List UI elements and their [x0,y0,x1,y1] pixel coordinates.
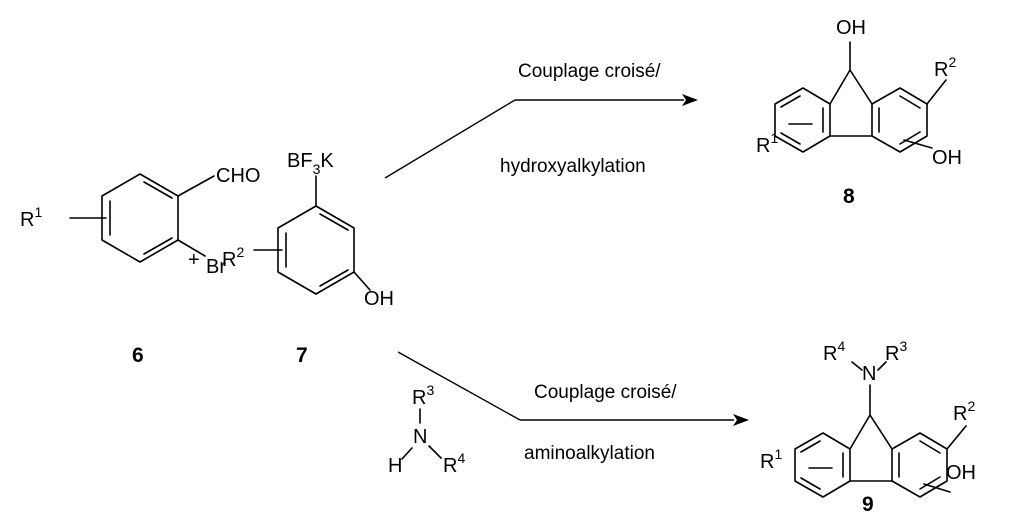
left-benzene-ring [794,432,851,498]
r4-label: R4 [823,338,845,365]
r1-label: R1 [760,446,782,473]
compound-number-8: 8 [843,185,855,208]
benzene-ring [101,173,179,263]
plus-sign: + [188,249,200,271]
compound-number-6: 6 [132,344,144,367]
r2-label: R2 [953,398,975,425]
left-benzene-ring [774,87,831,153]
compound-number-9: 9 [862,493,874,512]
amine-r4-label: R4 [443,450,465,477]
r2-bond [946,425,967,450]
n-r4-bond [851,361,863,371]
compound-6: R1 CHO Br 6 [20,165,260,367]
r2-bond [926,79,947,105]
n-r4-bond [428,445,442,459]
cho-bond [177,175,215,197]
amine-h-label: H [388,455,402,477]
oh-label: OH [946,462,976,484]
arrow-top-condition-1: Couplage croisé/ [518,61,661,82]
five-membered-ring [829,69,873,137]
oh-top-label: OH [836,17,866,39]
arrowhead [682,94,698,106]
arrowhead [733,414,749,426]
amine-r3-label: R3 [412,382,434,409]
right-benzene-ring [871,87,928,153]
reaction-arrow-top: Couplage croisé/ hydroxyalkylation [384,61,698,179]
benzene-ring [277,205,355,295]
amine-n-label: N [413,426,427,448]
reaction-arrow-bottom: Couplage croisé/ aminoalkylation [397,351,749,464]
right-benzene-ring [891,432,948,498]
compound-8: OH R2 R1 OH 8 [756,17,962,208]
oh-bond [923,483,951,493]
arrow-top-condition-2: hydroxyalkylation [500,156,646,177]
arrow-bottom-condition-2: aminoalkylation [524,443,655,464]
compound-9: R4 N R3 R2 R1 OH 9 [760,338,976,512]
n-r3-bond [877,361,887,371]
r3-label: R3 [885,338,907,365]
br-bond [177,239,206,257]
n-label: N [862,363,876,385]
r1-label: R1 [756,130,778,157]
five-membered-ring [849,414,893,482]
bf3k-label: BF3K [287,150,334,177]
oh-bond [903,139,933,149]
r2-label: R2 [934,54,956,81]
br-label: Br [206,256,226,278]
oh-label: OH [364,288,394,310]
compound-7: BF3K R2 OH 7 [222,150,394,367]
r2-label: R2 [222,244,244,271]
compound-number-7: 7 [296,344,308,367]
oh-bond [353,271,371,291]
cho-label: CHO [216,165,260,187]
h-n-bond [401,447,413,460]
oh-label: OH [932,147,962,169]
arrow-bottom-condition-1: Couplage croisé/ [534,382,677,403]
r1-label: R1 [20,204,42,231]
amine-reagent: R3 N H R4 [388,382,465,477]
